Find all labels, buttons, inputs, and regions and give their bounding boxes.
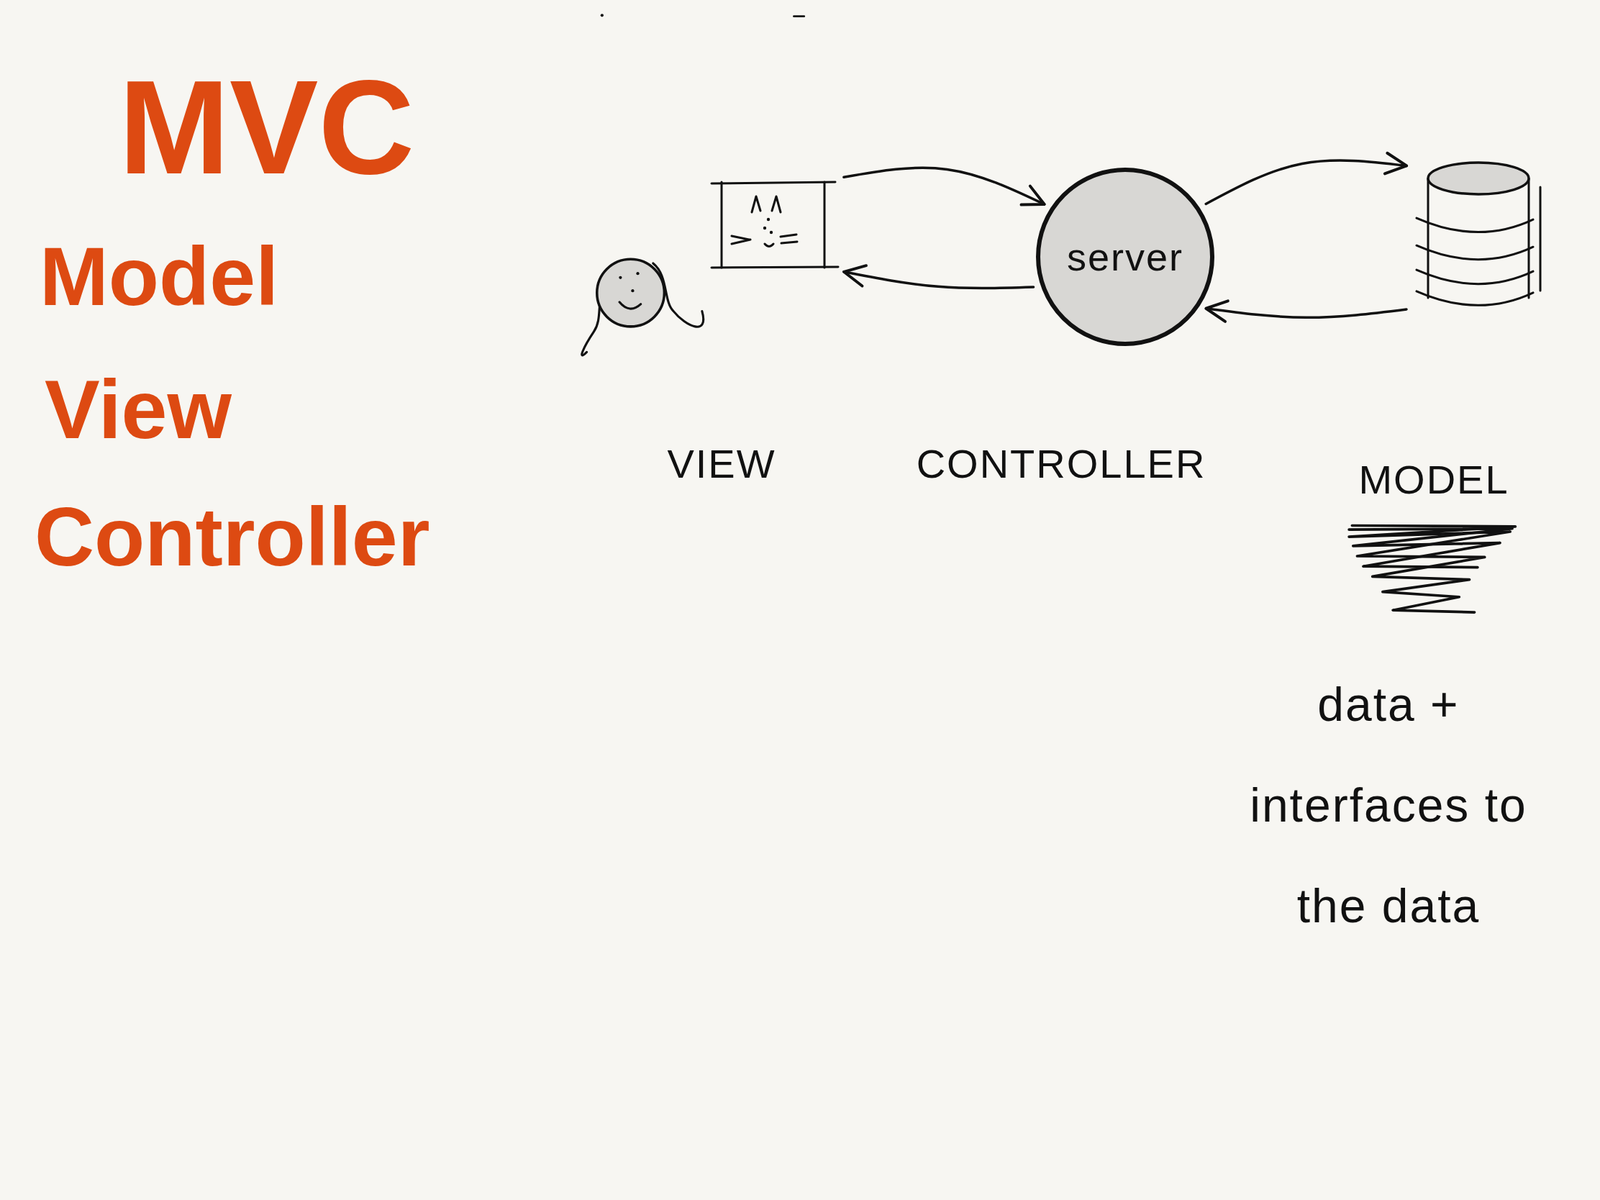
person-eye xyxy=(635,271,639,275)
person-nose xyxy=(630,289,634,293)
monitor-stroke xyxy=(771,196,781,213)
illustration-group xyxy=(582,13,1516,613)
flow-arrow xyxy=(1205,160,1407,204)
outline-group xyxy=(711,182,839,268)
shape-label: server xyxy=(1035,234,1216,280)
title: MVC xyxy=(118,61,415,195)
cylinder-band xyxy=(1416,245,1534,260)
monitor-stroke xyxy=(823,182,826,268)
database-cylinder: MODELdata + interfaces to the data xyxy=(1413,156,1544,310)
flow-arrow xyxy=(843,271,1034,289)
cat-dot xyxy=(769,230,773,234)
cylinder-band xyxy=(1416,291,1534,306)
outline-group xyxy=(1416,162,1541,306)
stray-dot xyxy=(600,13,604,17)
stray-dash xyxy=(794,15,805,18)
acronym-word: View xyxy=(44,368,232,452)
monitor-stroke xyxy=(711,266,839,268)
shape-outline xyxy=(714,176,837,272)
shape-outline xyxy=(1413,156,1544,310)
monitor-stroke xyxy=(711,182,836,184)
cylinder-band xyxy=(1416,269,1534,285)
cat-dot xyxy=(763,226,767,230)
cylinder-band xyxy=(1416,217,1534,233)
cylinder-side xyxy=(1539,187,1542,291)
view-screen: VIEW xyxy=(714,176,837,272)
monitor-stroke xyxy=(780,234,797,237)
acronym-word: Controller xyxy=(34,495,430,579)
person-smile xyxy=(619,302,642,309)
layer-name: VIEW xyxy=(635,441,808,488)
scribble-underline xyxy=(1348,525,1516,613)
monitor-stroke xyxy=(731,235,749,240)
monitor-stroke xyxy=(764,243,774,247)
flow-arrow xyxy=(843,167,1045,205)
layer-description: data + interfaces to the data xyxy=(1215,653,1562,957)
monitor-stroke xyxy=(720,182,724,268)
cat-dot xyxy=(766,217,770,221)
flow-arrow xyxy=(1205,308,1407,318)
person-face xyxy=(597,258,665,327)
monitor-stroke xyxy=(751,196,761,213)
server-circle: serverCONTROLLER xyxy=(1035,166,1216,347)
acronym-word: Model xyxy=(39,235,279,318)
scribble-underline xyxy=(1348,528,1513,568)
monitor-stroke xyxy=(731,239,751,244)
monitor-stroke xyxy=(781,241,798,244)
person-eye xyxy=(618,276,622,280)
layer-name: CONTROLLER xyxy=(881,441,1242,488)
layer-name: MODEL xyxy=(1325,456,1542,503)
cylinder-top xyxy=(1428,162,1529,195)
